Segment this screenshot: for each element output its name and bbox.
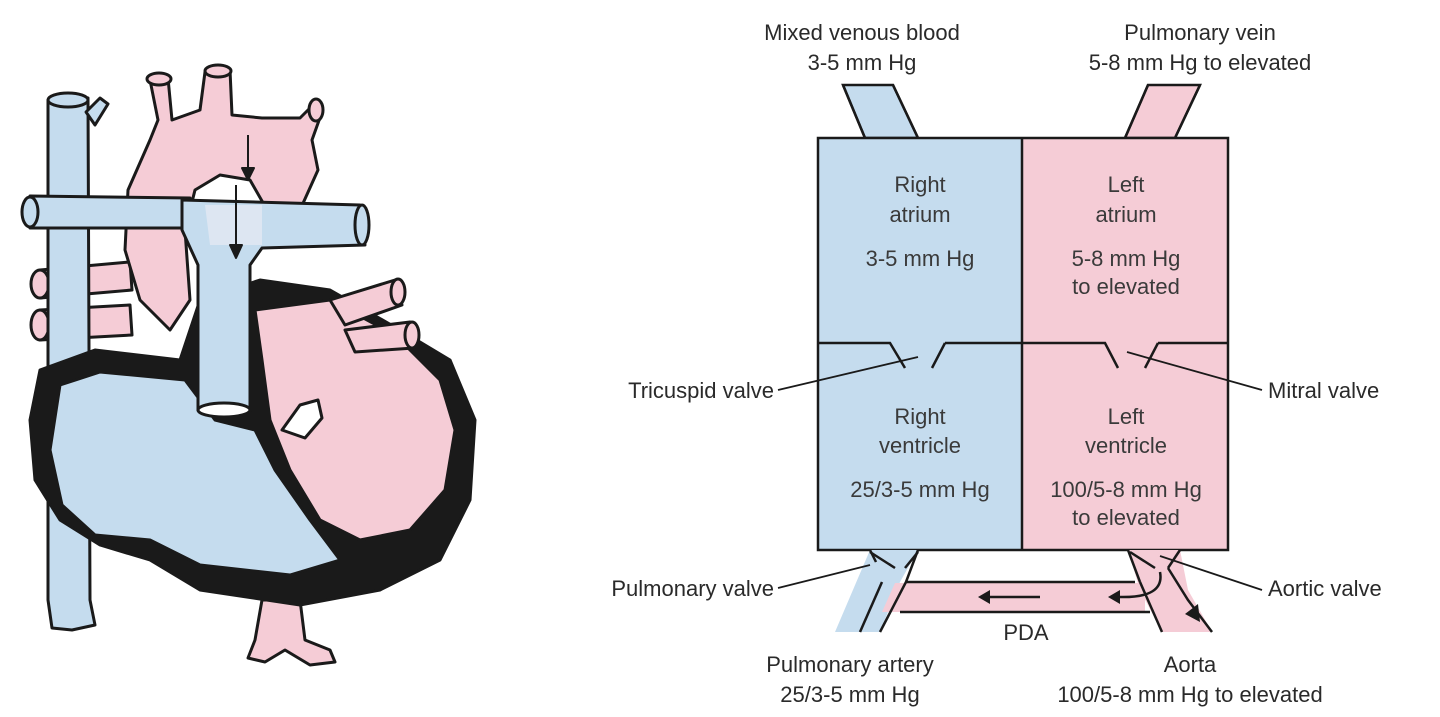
right-ventricle-name-2: ventricle <box>879 433 961 458</box>
left-atrium-name-2: atrium <box>1095 202 1156 227</box>
left-ventricle-name-2: ventricle <box>1085 433 1167 458</box>
left-ventricle-pressure-2: to elevated <box>1072 505 1180 530</box>
right-ventricle-pressure: 25/3-5 mm Hg <box>850 477 989 502</box>
left-atrium-labels: Left atrium 5-8 mm Hg to elevated <box>1072 172 1181 299</box>
left-atrium-chamber <box>1022 138 1228 343</box>
svc-opening <box>46 91 90 109</box>
pulmonary-valve-label: Pulmonary valve <box>611 576 774 601</box>
tricuspid-valve-label: Tricuspid valve <box>628 378 774 403</box>
pulmonary-artery-pressure: 25/3-5 mm Hg <box>780 682 919 707</box>
mixed-venous-pressure: 3-5 mm Hg <box>808 50 917 75</box>
right-ventricle-illustration <box>48 370 342 577</box>
aorta-flow-arrowhead <box>1185 604 1200 622</box>
heart-illustration <box>20 63 477 667</box>
pda-arrowhead-2 <box>978 590 990 604</box>
pda-flow-arrows <box>985 571 1162 599</box>
left-ventricle-labels: Left ventricle 100/5-8 mm Hg to elevated <box>1050 404 1202 530</box>
right-atrium-pressure: 3-5 mm Hg <box>866 246 975 271</box>
ductus-arteriosus-illustration <box>205 205 262 245</box>
aorta-title: Aorta <box>1164 652 1217 677</box>
right-atrium-name-2: atrium <box>889 202 950 227</box>
left-atrium-name-1: Left <box>1108 172 1145 197</box>
left-ventricle-pressure-1: 100/5-8 mm Hg <box>1050 477 1202 502</box>
pulmonary-vein-title: Pulmonary vein <box>1124 20 1276 45</box>
pda-arrowhead-1 <box>1108 590 1120 604</box>
mitral-valve-label: Mitral valve <box>1268 378 1379 403</box>
right-atrium-labels: Right atrium 3-5 mm Hg <box>866 172 975 271</box>
left-ventricle-name-1: Left <box>1108 404 1145 429</box>
pda-label: PDA <box>1003 620 1049 645</box>
chamber-outlines <box>816 136 1230 552</box>
leader-lines <box>777 351 1263 591</box>
right-pulmonary-artery <box>28 194 192 230</box>
descending-aorta <box>246 598 337 667</box>
ductal-flow-arrows <box>229 135 255 259</box>
left-ventricle-chamber <box>1022 343 1228 550</box>
right-atrium-name-1: Right <box>894 172 945 197</box>
innominate-vein <box>84 96 110 127</box>
pulmonary-veins-right <box>328 277 421 354</box>
aorta-pressure: 100/5-8 mm Hg to elevated <box>1057 682 1322 707</box>
left-atrium-pressure-1: 5-8 mm Hg <box>1072 246 1181 271</box>
right-ventricle-chamber <box>818 343 1022 550</box>
schematic-diagram: Right atrium 3-5 mm Hg Left atrium 5-8 m… <box>611 20 1381 707</box>
left-atrium-pressure-2: to elevated <box>1072 274 1180 299</box>
pulmonary-artery-outlet <box>835 550 918 632</box>
aortic-valve-label: Aortic valve <box>1268 576 1382 601</box>
right-ventricle-labels: Right ventricle 25/3-5 mm Hg <box>850 404 989 502</box>
right-atrium-chamber <box>818 138 1022 343</box>
illustration-valves <box>196 398 324 440</box>
right-ventricle-name-1: Right <box>894 404 945 429</box>
mixed-venous-title: Mixed venous blood <box>764 20 960 45</box>
pulmonary-artery-title: Pulmonary artery <box>766 652 934 677</box>
outlet-outlines <box>858 549 1213 633</box>
pulmonary-vein-pressure: 5-8 mm Hg to elevated <box>1089 50 1312 75</box>
